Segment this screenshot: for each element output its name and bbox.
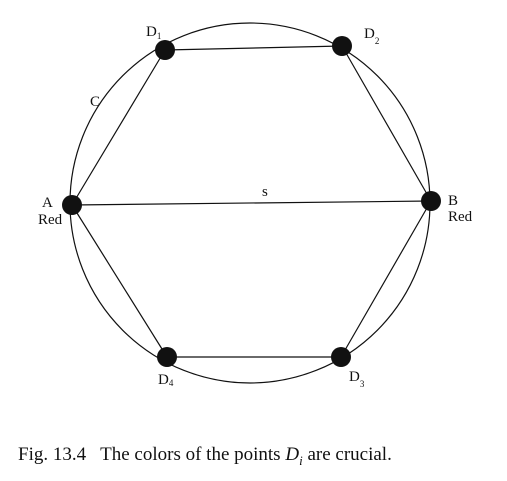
point-color-b: Red bbox=[448, 209, 473, 225]
edges-group bbox=[71, 45, 432, 358]
point-label-d2: D2 bbox=[364, 26, 379, 46]
point-label-d1: D1 bbox=[146, 24, 161, 41]
edge-d1-d2 bbox=[164, 45, 343, 51]
point-d3 bbox=[331, 347, 351, 367]
point-b bbox=[421, 191, 441, 211]
caption-text-before: The colors of the points bbox=[100, 444, 286, 465]
point-label-b: B bbox=[448, 193, 458, 209]
figure-number: Fig. 13.4 bbox=[18, 444, 87, 465]
edge-d4-a bbox=[71, 204, 168, 358]
circle-label-c: C bbox=[90, 94, 100, 110]
points-group bbox=[62, 36, 441, 367]
caption-text-after: are crucial. bbox=[302, 444, 392, 465]
caption-variable: Di bbox=[285, 444, 303, 468]
edge-a-d1 bbox=[71, 49, 166, 206]
point-color-a: Red bbox=[38, 212, 63, 228]
edge-b-d3 bbox=[340, 200, 432, 358]
point-d1 bbox=[155, 40, 175, 60]
point-label-a: A bbox=[42, 195, 53, 211]
edge-d2-b bbox=[341, 45, 432, 202]
edge-a-b bbox=[71, 200, 432, 206]
point-d2 bbox=[332, 36, 352, 56]
point-label-d4: D4 bbox=[158, 372, 174, 388]
hexagon-circle-diagram: C s A Red D1 D2 B Red D3 D4 bbox=[38, 22, 473, 389]
point-label-d3: D3 bbox=[349, 369, 365, 389]
figure-caption: Fig. 13.4 The colors of the points Di are… bbox=[18, 444, 498, 469]
point-a bbox=[62, 195, 82, 215]
point-d4 bbox=[157, 347, 177, 367]
chord-label-s: s bbox=[262, 184, 268, 200]
